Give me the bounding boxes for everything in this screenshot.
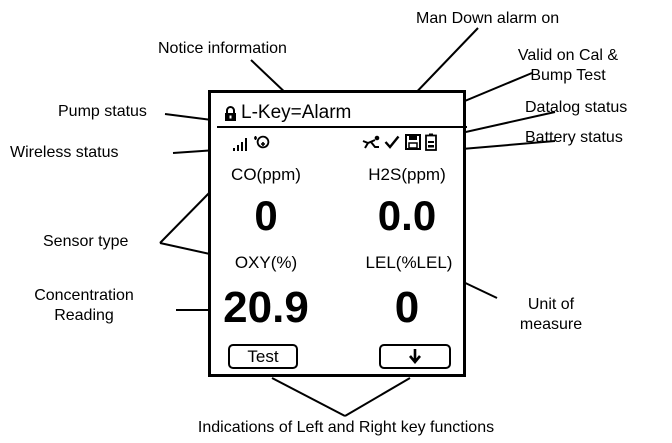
datalog-icon: [405, 134, 421, 150]
leader-battery: [449, 140, 556, 151]
reading-co: 0: [254, 192, 278, 239]
callout-concentration-reading: Concentration Reading: [14, 286, 154, 326]
callout-sensor-type: Sensor type: [43, 233, 129, 250]
callout-valid-cal-bump-line2: Bump Test: [530, 67, 606, 84]
sensor-name-co: CO(ppm): [231, 165, 301, 184]
leader-sensor-type-a: [159, 187, 215, 244]
sensor-name-lel: LEL(%LEL): [365, 253, 453, 272]
lock-icon: [225, 106, 236, 121]
callout-battery-status: Battery status: [525, 129, 623, 146]
callout-valid-cal-bump-line1: Valid on Cal &: [517, 47, 619, 64]
device-screen: [208, 90, 466, 377]
callout-pump-status: Pump status: [58, 103, 147, 120]
leader-key-left: [271, 377, 346, 417]
left-key-test-button[interactable]: Test: [228, 344, 298, 369]
sensor-name-oxy: OXY(%): [234, 253, 298, 272]
callout-concentration-line2: Reading: [54, 307, 114, 324]
callout-key-functions: Indications of Left and Right key functi…: [197, 419, 495, 436]
callout-unit-of-measure: Unit of measure: [506, 295, 596, 335]
callout-datalog-status: Datalog status: [525, 99, 628, 116]
reading-h2s: 0.0: [377, 192, 437, 239]
reading-oxy: 20.9: [223, 283, 309, 332]
notice-text: L-Key=Alarm: [241, 102, 352, 123]
leader-key-right: [344, 377, 411, 417]
right-key-down-button[interactable]: [379, 344, 451, 369]
signal-bars-icon: [233, 138, 247, 151]
checkmark-icon: [384, 135, 400, 149]
callout-concentration-line1: Concentration: [34, 287, 134, 304]
down-arrow-icon: [409, 349, 421, 365]
notice-divider: [217, 126, 467, 128]
callout-man-down-alarm: Man Down alarm on: [416, 10, 560, 27]
callout-wireless-status: Wireless status: [10, 144, 119, 161]
callout-unit-line2: measure: [519, 316, 583, 333]
callout-valid-cal-bump: Valid on Cal & Bump Test: [493, 46, 643, 86]
man-down-icon: [362, 135, 380, 149]
sensor-name-h2s: H2S(ppm): [368, 165, 446, 184]
reading-lel: 0: [394, 283, 420, 332]
callout-notice-information: Notice information: [158, 40, 287, 57]
callout-unit-line1: Unit of: [527, 296, 575, 313]
pump-icon: [254, 135, 270, 149]
battery-icon: [425, 133, 437, 151]
